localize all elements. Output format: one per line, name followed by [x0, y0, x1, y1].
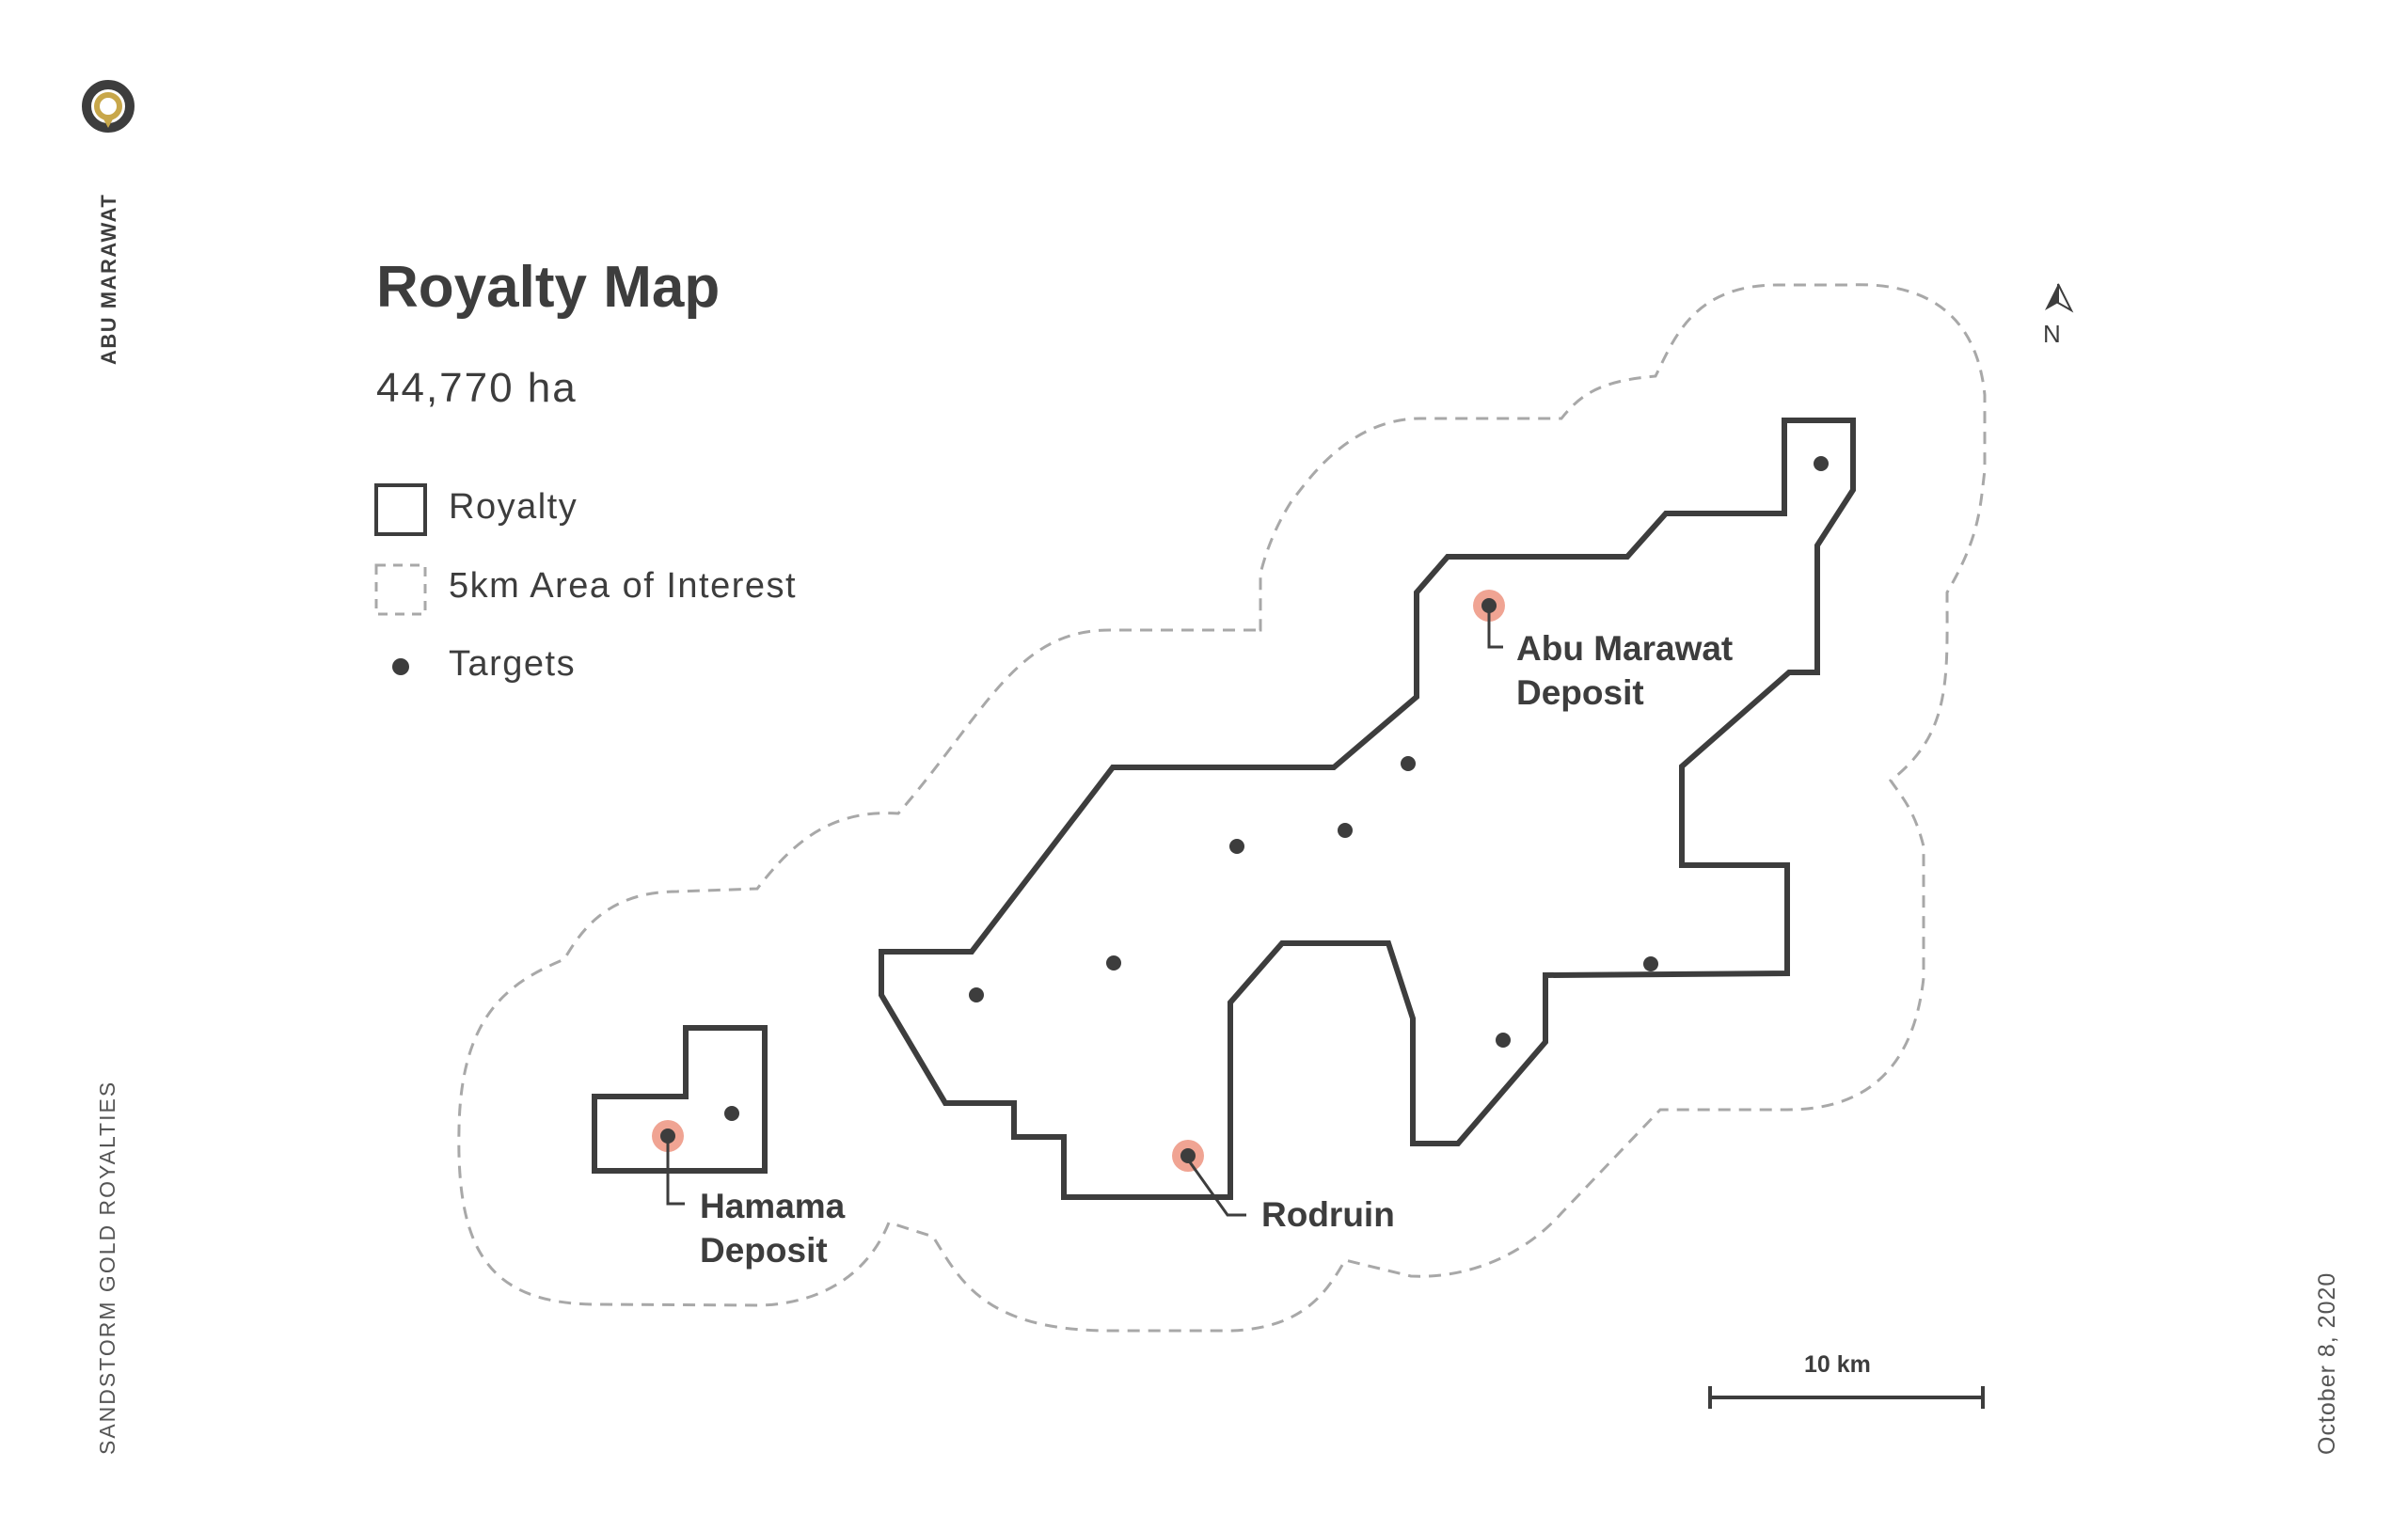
- target-dot: [1643, 956, 1658, 971]
- legend-aoi-swatch: [374, 563, 427, 616]
- hamama-label: Hamama Deposit: [700, 1184, 845, 1272]
- legend-royalty-swatch: [374, 483, 427, 536]
- target-dot: [1401, 756, 1416, 771]
- total-area: 44,770 ha: [376, 365, 578, 411]
- hamama-label-line1: Hamama: [700, 1187, 846, 1225]
- legend-royalty-label: Royalty: [449, 487, 578, 527]
- targets: [724, 456, 1829, 1121]
- page-title: Royalty Map: [376, 255, 721, 320]
- target-dot: [1106, 955, 1121, 971]
- abu-marawat-label: Abu Marawat Deposit: [1516, 626, 1733, 715]
- target-dot: [1496, 1033, 1511, 1048]
- legend-aoi-label: 5km Area of Interest: [449, 566, 798, 606]
- royalty-boundary-main: [879, 418, 1856, 1200]
- scale-bar: [1708, 1386, 1985, 1409]
- royalty-boundary-hamama: [592, 1025, 768, 1174]
- target-dot: [1338, 823, 1353, 838]
- company-name: SANDSTORM GOLD ROYALTIES: [95, 1080, 119, 1455]
- deposit-abu-marawat: [1473, 590, 1505, 649]
- target-dot: [1229, 839, 1244, 854]
- legend-targets-label: Targets: [449, 644, 577, 684]
- abu-marawat-label-line2: Deposit: [1516, 673, 1644, 712]
- target-dot: [969, 987, 984, 1002]
- north-label: N: [2043, 320, 2061, 348]
- abu-marawat-label-line1: Abu Marawat: [1516, 629, 1734, 668]
- map-date: October 8, 2020: [2314, 1271, 2340, 1455]
- deposit-rodruin: [1172, 1140, 1246, 1217]
- rodruin-label: Rodruin: [1261, 1195, 1395, 1234]
- area-of-interest-boundary: [457, 283, 1987, 1333]
- project-name: ABU MARAWAT: [97, 193, 120, 365]
- scale-label: 10 km: [1804, 1351, 1871, 1378]
- north-arrow-icon: [2045, 283, 2074, 313]
- legend-target-swatch: [392, 658, 409, 675]
- target-dot: [724, 1106, 739, 1121]
- deposit-hamama: [652, 1120, 685, 1206]
- target-dot: [1814, 456, 1829, 471]
- hamama-label-line2: Deposit: [700, 1231, 828, 1270]
- location-pin-icon: [82, 80, 135, 133]
